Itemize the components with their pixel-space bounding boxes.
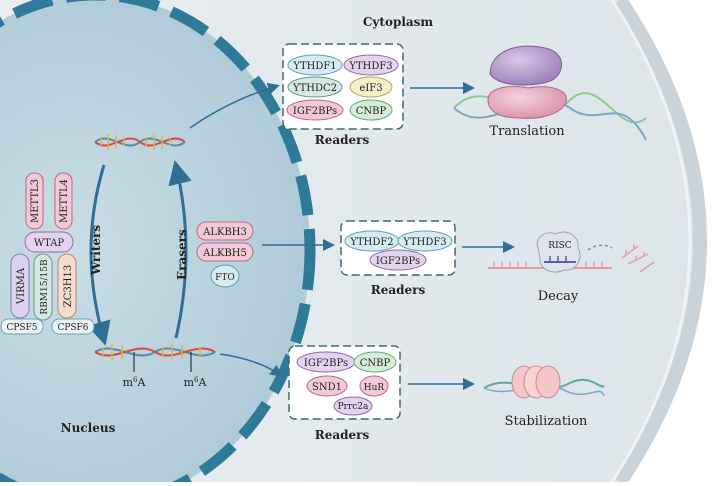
writer-rbm15-15b: RBM15/15B — [40, 259, 50, 315]
nuclear-envelope — [0, 0, 316, 486]
writers-complex: METTL3 METTL4 WTAP VIRMA RBM15/15B ZC3H1… — [0, 172, 95, 335]
nucleus-area — [0, 0, 310, 486]
reader-cnbp-top: CNBP — [356, 106, 387, 117]
readers-box-stabilization: IGF2BPs CNBP SND1 HuR Prrc2a — [288, 345, 401, 420]
eraser-alkbh3: ALKBH3 — [202, 227, 247, 238]
reader-igf2bps-top: IGF2BPs — [293, 106, 337, 117]
cell-membrane — [614, 0, 708, 486]
risc-label: RISC — [548, 241, 571, 251]
reader-ythdf2: YTHDF2 — [349, 237, 393, 248]
eraser-fto: FTO — [215, 273, 235, 283]
readers-label-middle: Readers — [371, 283, 426, 297]
m6a-label-right: m6A — [184, 376, 208, 389]
writer-cpsf5: CPSF5 — [6, 323, 37, 333]
cytoplasm-label: Cytoplasm — [363, 15, 434, 29]
reader-snd1: SND1 — [312, 382, 342, 393]
reader-ythdf3: YTHDF3 — [348, 61, 392, 72]
reader-ythdc2: YTHDC2 — [292, 83, 337, 94]
writer-zc3h13: ZC3H13 — [63, 265, 74, 307]
writer-mettl3: METTL3 — [30, 179, 41, 223]
reader-igf2bps-middle: IGF2BPs — [376, 256, 420, 267]
reader-ythdf1: YTHDF1 — [292, 61, 336, 72]
readers-box-translation: YTHDF1 YTHDF3 YTHDC2 eIF3 IGF2BPs CNBP — [282, 43, 404, 130]
readers-label-bottom: Readers — [315, 428, 370, 442]
writer-virma: VIRMA — [16, 267, 27, 305]
writers-label: Writers — [89, 225, 103, 276]
erasers-group: ALKBH3 ALKBH5 FTO — [196, 221, 254, 288]
arrow-to-readers-bottom — [219, 353, 283, 377]
erasers-arrow — [168, 160, 192, 339]
writers-arrow — [87, 164, 111, 346]
m6a-label-left: m6A — [123, 376, 147, 389]
nucleus-label: Nucleus — [61, 421, 116, 435]
writer-cpsf6: CPSF6 — [57, 323, 88, 333]
reader-cnbp-bottom: CNBP — [360, 358, 391, 369]
eraser-alkbh5: ALKBH5 — [202, 248, 247, 259]
stabilization-illustration — [483, 365, 605, 399]
writer-mettl4: METTL4 — [59, 179, 70, 223]
reader-ythdf3-middle: YTHDF3 — [402, 237, 446, 248]
outcome-translation: Translation — [489, 124, 565, 139]
reader-eif3: eIF3 — [359, 83, 382, 94]
reader-hur: HuR — [364, 383, 385, 393]
ribosome-illustration — [453, 45, 647, 141]
rna-helix-top — [94, 134, 186, 150]
arrow-to-readers-top — [189, 82, 280, 129]
reader-igf2bps-bottom: IGF2BPs — [304, 358, 348, 369]
readers-box-decay: YTHDF2 YTHDF3 IGF2BPs — [340, 220, 456, 276]
readers-label-top: Readers — [315, 133, 370, 147]
erasers-label: Erasers — [175, 229, 189, 280]
outcome-decay: Decay — [538, 289, 579, 304]
writer-wtap: WTAP — [34, 238, 65, 249]
decay-illustration — [488, 231, 655, 273]
outcome-stabilization: Stabilization — [505, 414, 588, 429]
reader-prrc2a: Prrc2a — [338, 402, 369, 412]
rna-helix-bottom — [94, 344, 216, 372]
